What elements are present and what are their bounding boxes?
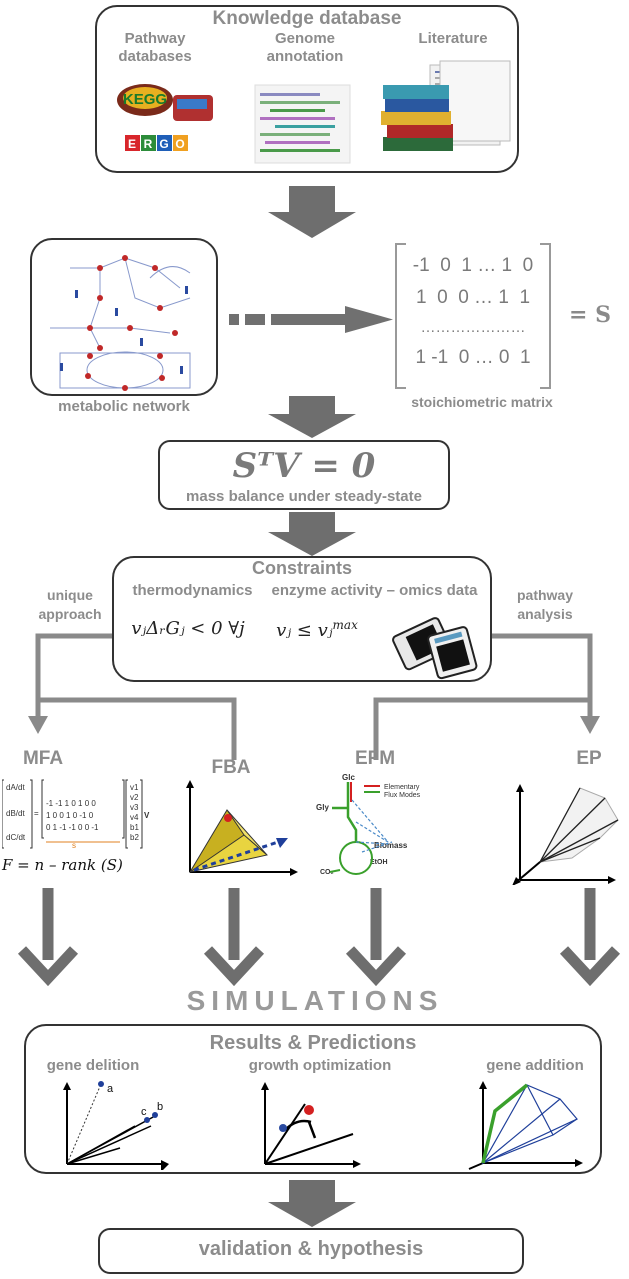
svg-text:O: O [175, 137, 184, 151]
results-box [24, 1024, 602, 1174]
svg-text:dA/dt: dA/dt [6, 783, 25, 792]
mfa-matrix-illustration: dA/dt dB/dt dC/dt = -1 -1 1 0 1 0 0 1 0 0 … [2, 779, 150, 850]
genome-annotation-thumbnail-icon [254, 84, 351, 164]
genome-annotation-label: Genome annotation [266, 30, 344, 65]
ergo-logo-icon: E R G O [125, 135, 188, 151]
svg-text:s: s [72, 841, 76, 850]
arrow-network-to-balance [268, 396, 356, 438]
gene-deletion-plot: a b c [63, 1081, 169, 1170]
right-route-line [492, 633, 593, 724]
literature-books-icon [381, 60, 511, 151]
thermo-constraint-equation: vⱼΔᵣGⱼ < 0 ∀j [131, 618, 245, 639]
svg-text:CO₂: CO₂ [320, 869, 334, 876]
svg-text:v1: v1 [130, 783, 139, 792]
metabolic-network-label: metabolic network [58, 398, 190, 415]
svg-text:V: V [144, 811, 150, 820]
left-route-line [35, 633, 112, 724]
svg-text:Elementary: Elementary [384, 784, 420, 791]
gene-addition-plot [468, 1081, 583, 1170]
matrix-row-2: 1 0 0 … 1 1 [415, 287, 531, 308]
mass-balance-label: mass balance under steady-state [186, 488, 422, 505]
svg-text:c: c [141, 1106, 147, 1118]
svg-text:-1 -1 1 0 1 0 0: -1 -1 1 0 1 0 0 [46, 799, 96, 808]
microarray-chips-icon [392, 617, 478, 680]
svg-text:dC/dt: dC/dt [6, 833, 26, 842]
svg-text:R: R [144, 137, 153, 151]
svg-text:v2: v2 [130, 793, 139, 802]
results-title: Results & Predictions [209, 1032, 417, 1054]
knowledge-images: KEGG E R G O [117, 60, 511, 164]
fba-flux-cone-diagram [186, 780, 298, 876]
metabolic-network-box [30, 238, 218, 396]
flux-bound-equation: vⱼ ≤ vⱼmax [276, 618, 358, 641]
constraints-title: Constraints [251, 558, 352, 578]
svg-text:a: a [107, 1083, 114, 1095]
svg-text:b2: b2 [130, 833, 139, 842]
svg-text:=: = [34, 809, 39, 818]
simulations-label: SIMULATIONS [186, 985, 444, 1016]
matrix-row-3: ………………… [420, 319, 526, 336]
stoichiometric-matrix-label: stoichiometric matrix [411, 394, 553, 410]
kegg-logo-icon: KEGG [117, 84, 173, 116]
validation-box [98, 1228, 524, 1274]
svg-text:b1: b1 [130, 823, 139, 832]
mass-balance-box [158, 440, 450, 510]
validation-label: validation & hypothesis [198, 1238, 424, 1260]
ep-label: EP [576, 748, 602, 769]
mass-balance-equation: SᵀV = 0 [232, 446, 376, 486]
fba-label: FBA [211, 757, 251, 778]
network-to-matrix-arrow [229, 306, 393, 333]
arrow-balance-to-constraints [268, 512, 356, 556]
efm-network-diagram: Glc Gly Biomass EtOH CO₂ Elementary Flux… [316, 773, 421, 876]
svg-text:v4: v4 [130, 813, 139, 822]
knowledge-title: Knowledge database [212, 8, 402, 29]
svg-text:dB/dt: dB/dt [6, 809, 25, 818]
enzyme-activity-label: enzyme activity – omics data [271, 582, 478, 599]
svg-text:Gly: Gly [316, 803, 329, 812]
svg-text:Biomass: Biomass [374, 841, 408, 850]
svg-text:v3: v3 [130, 803, 139, 812]
growth-optimization-plot [261, 1082, 361, 1168]
literature-label: Literature [418, 30, 488, 47]
svg-text:0 1 -1 -1 0 0 -1: 0 1 -1 -1 0 0 -1 [46, 823, 99, 832]
brenda-logo-icon [173, 95, 213, 121]
right-split-line [373, 697, 590, 760]
arrow-results-to-validation [268, 1180, 356, 1227]
metabolic-network-graph [50, 255, 191, 391]
svg-text:E: E [128, 137, 136, 151]
svg-text:Flux Modes: Flux Modes [384, 792, 421, 799]
mfa-formula: F = n – rank (S) [2, 856, 123, 874]
mfa-label: MFA [22, 748, 64, 769]
ep-extreme-pathways-diagram [512, 784, 619, 885]
svg-text:EtOH: EtOH [370, 859, 388, 866]
gene-addition-label: gene addition [486, 1057, 584, 1074]
matrix-row-4: 1 -1 0 … 0 1 [415, 347, 531, 368]
equals-s: = S [569, 302, 611, 328]
efm-label: EFM [354, 748, 396, 769]
svg-text:G: G [159, 137, 168, 151]
svg-text:1 0 0 1 0 -1 0: 1 0 0 1 0 -1 0 [46, 811, 94, 820]
stoichiometric-matrix [395, 243, 551, 389]
growth-optimization-label: growth optimization [248, 1057, 392, 1074]
gene-deletion-label: gene delition [46, 1057, 140, 1074]
svg-text:b: b [157, 1101, 163, 1113]
arrow-knowledge-to-network [268, 186, 356, 238]
thermodynamics-label: thermodynamics [132, 582, 253, 599]
svg-text:KEGG: KEGG [123, 91, 167, 108]
pathway-databases-label: Pathway databases [118, 30, 192, 65]
matrix-row-1: -1 0 1 … 1 0 [412, 255, 534, 276]
svg-text:Glc: Glc [342, 773, 355, 782]
left-split-line [38, 697, 237, 760]
